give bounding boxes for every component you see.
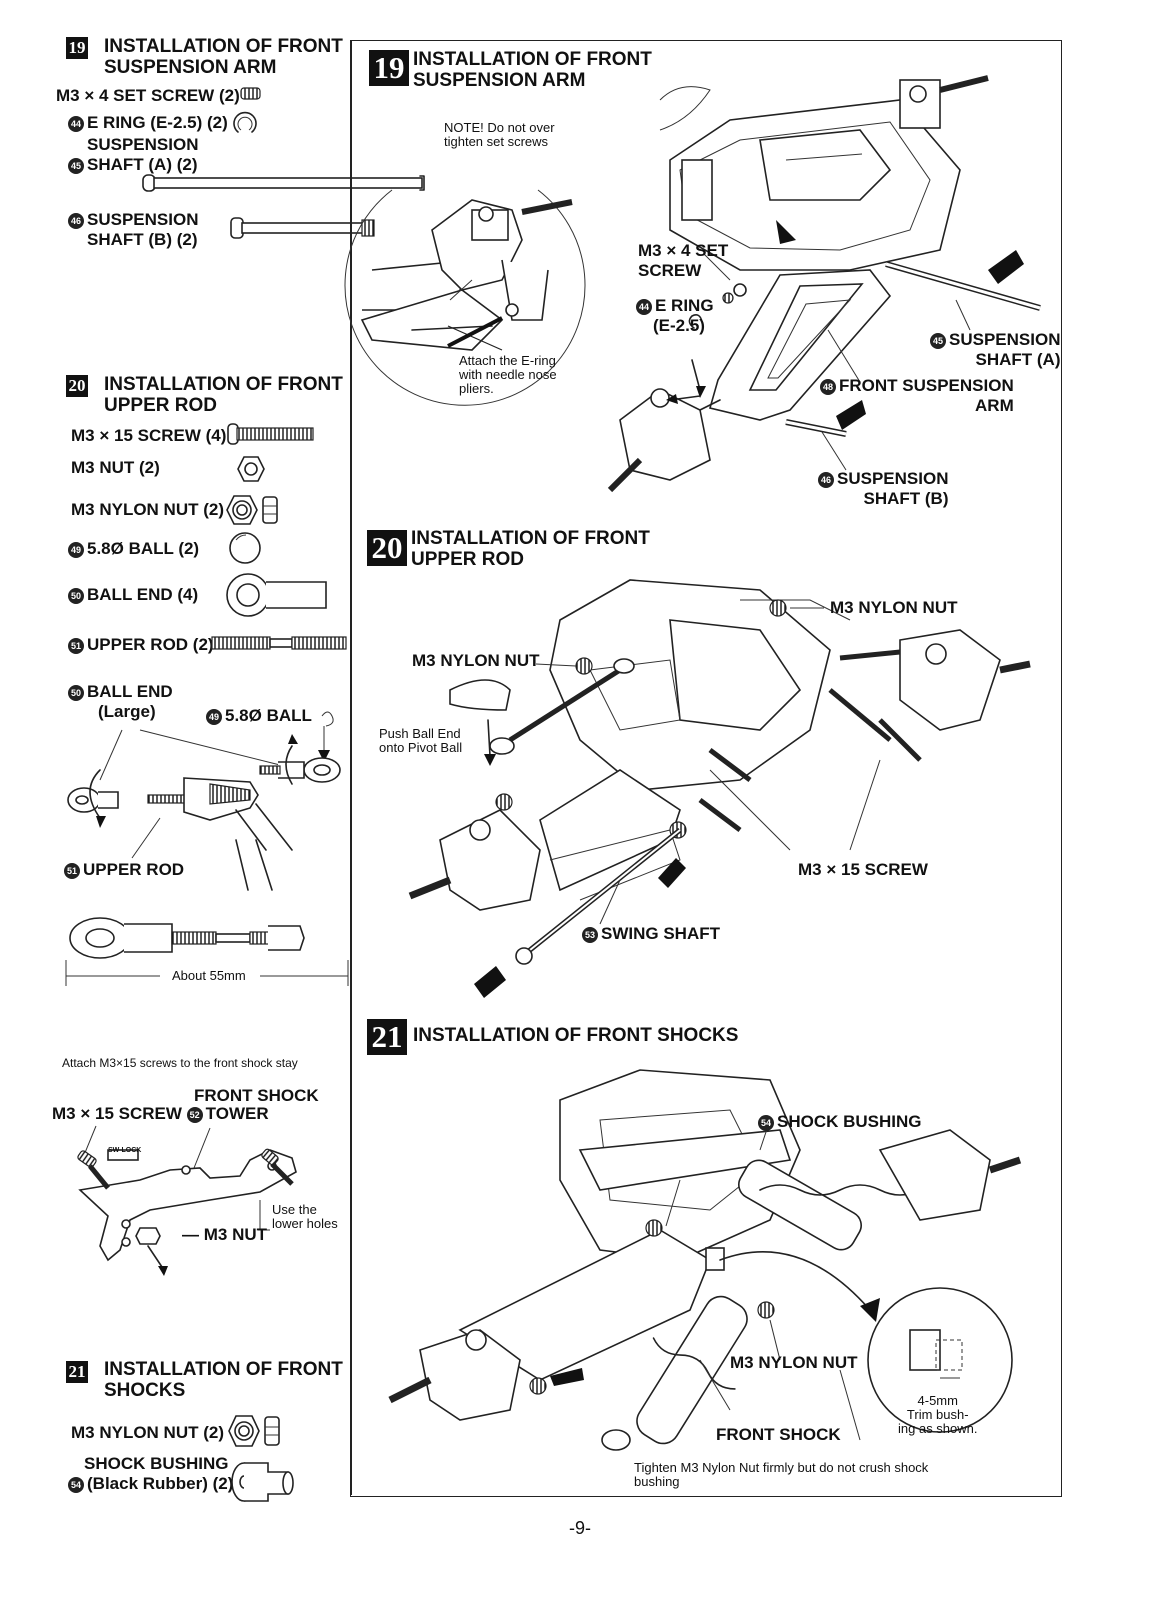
trim-bushing-note: 4-5mm Trim bush- ing as shown. (898, 1393, 978, 1436)
shock-tower-label: FRONT SHOCK (194, 1086, 319, 1105)
upper-rod-assembly-drawing (67, 711, 341, 891)
shock-tower-drawing (77, 1125, 297, 1276)
push-ball-end-note: Push Ball End onto Pivot Ball (379, 726, 463, 755)
set-screw-note: NOTE! Do not over tighten set screws (444, 120, 555, 149)
rod-length-label: About 55mm (172, 968, 246, 983)
e-ring-icon (233, 111, 257, 133)
label-s21-nylon-nut: M3 NYLON NUT (730, 1353, 858, 1372)
part-m3x15-screw: M3 × 15 SCREW (4) (71, 426, 227, 445)
e-ring-pliers-note: Attach the E-ring with needle nose plier… (459, 353, 557, 396)
step-badge-20: 20 (66, 375, 88, 397)
screw-icon (227, 423, 314, 445)
e-ring-detail-inset (344, 189, 586, 406)
ball-end-icon (226, 573, 327, 617)
right-s20-badge: 20 (367, 530, 407, 566)
label-set-screw: M3 × 4 SET SCREW (638, 241, 729, 280)
part-set-screw: M3 × 4 SET SCREW (2) (56, 86, 240, 105)
shock-tower-nut-label: — M3 NUT (182, 1225, 268, 1244)
step-badge-19-large: 19 (369, 50, 409, 86)
left-s21-title: INSTALLATION OF FRONT SHOCKS (104, 1359, 343, 1401)
shock-tower-note: Attach M3×15 screws to the front shock s… (62, 1056, 298, 1070)
part-s21-nylon-nut: M3 NYLON NUT (2) (71, 1423, 224, 1442)
step-badge-21-large: 21 (367, 1019, 407, 1055)
set-screw-icon (240, 87, 261, 100)
right-s21-badge: 21 (367, 1019, 407, 1055)
suspension-shaft-a-icon (142, 174, 425, 192)
tighten-note: Tighten M3 Nylon Nut firmly but do not c… (634, 1460, 929, 1489)
step-badge-19: 19 (66, 37, 88, 59)
pivot-ball-icon (229, 532, 261, 564)
lower-holes-note: Use the lower holes (272, 1202, 338, 1231)
label-m3x15-screw: M3 × 15 SCREW (798, 860, 928, 879)
sw-lock-label: SW-LOCK (108, 1147, 142, 1154)
right-s19-title: INSTALLATION OF FRONT SUSPENSION ARM (413, 49, 652, 91)
part-m3-nut: M3 NUT (2) (71, 458, 160, 477)
part-shock-bushing: SHOCK BUSHING 54(Black Rubber) (2) (68, 1454, 233, 1494)
left-s20-heading: 20 (66, 375, 88, 397)
left-s19-title: INSTALLATION OF FRONT SUSPENSION ARM (104, 36, 343, 78)
upper-rod-install-drawing (408, 579, 1031, 998)
label-nylon-nut-left: M3 NYLON NUT (412, 651, 540, 670)
left-s21-heading: 21 (66, 1361, 88, 1383)
nylon-nut-icon-2 (228, 1415, 280, 1447)
left-s20-title: INSTALLATION OF FRONT UPPER ROD (104, 374, 343, 416)
front-shocks-install-drawing (388, 1069, 1022, 1451)
right-s19-badge: 19 (369, 50, 409, 86)
label-nylon-nut-right: M3 NYLON NUT (830, 598, 958, 617)
suspension-arm-assembly-drawing (607, 75, 1041, 493)
right-s21-title: INSTALLATION OF FRONT SHOCKS (413, 1025, 739, 1046)
nylon-nut-icon (226, 495, 278, 525)
right-s20-title: INSTALLATION OF FRONT UPPER ROD (411, 528, 650, 570)
nut-icon (237, 456, 265, 482)
shock-bushing-icon (231, 1462, 294, 1502)
left-s19-heading: 19 (66, 37, 88, 59)
step-badge-20-large: 20 (367, 530, 407, 566)
step-badge-21: 21 (66, 1361, 88, 1383)
page-number: -9- (569, 1518, 591, 1538)
upper-rod-icon (211, 636, 347, 650)
part-m3-nylon-nut: M3 NYLON NUT (2) (71, 500, 224, 519)
suspension-shaft-b-icon (230, 217, 375, 239)
label-front-shock: FRONT SHOCK (716, 1425, 841, 1444)
rod-length-drawing (65, 917, 349, 986)
main-instruction-frame (350, 40, 1062, 1497)
